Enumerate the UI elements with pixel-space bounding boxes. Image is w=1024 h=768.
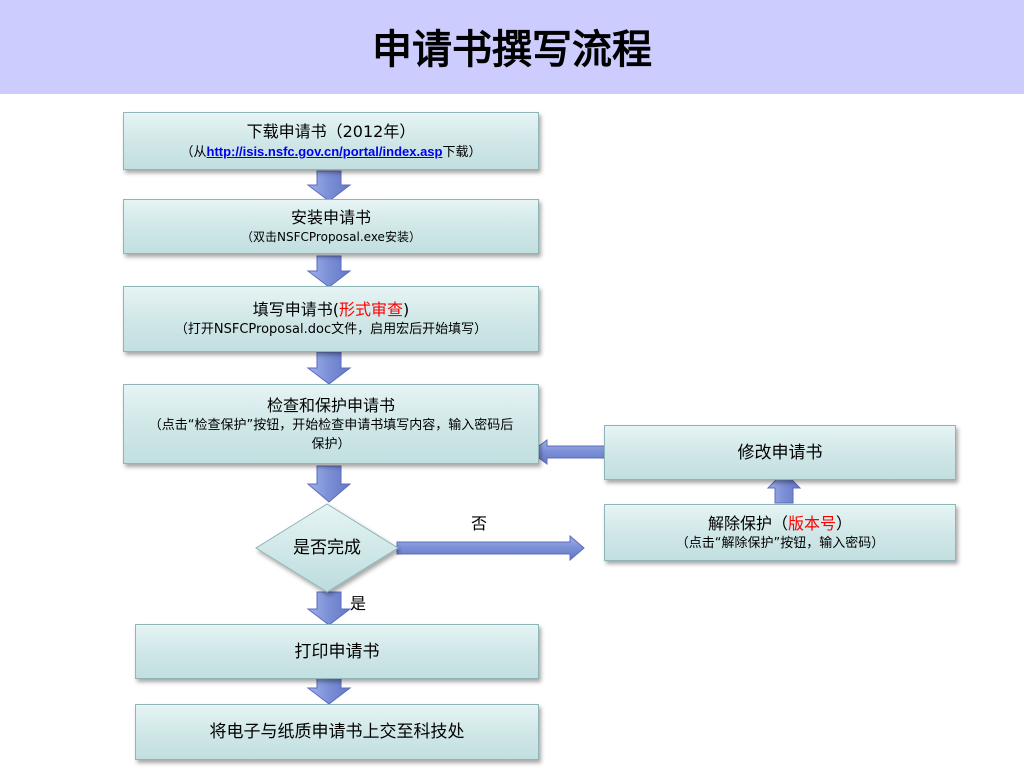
step-modify: 修改申请书 (604, 425, 956, 480)
download-detail-suffix: 下载） (442, 144, 482, 160)
step-check: 检查和保护申请书 （点击“检查保护”按钮，开始检查申请书填写内容，输入密码后保护… (123, 384, 539, 464)
title-banner (0, 0, 1024, 94)
unprotect-title-prefix: 解除保护（ (707, 513, 788, 533)
arrow-down-5 (306, 591, 352, 626)
step-submit-title: 将电子与纸质申请书上交至科技处 (209, 722, 465, 742)
arrow-up (766, 471, 802, 504)
step-download-title: 下载申请书（2012年） (246, 121, 416, 141)
step-fill-title: 填写申请书(形式审查) (253, 299, 410, 320)
fill-title-suffix: ) (403, 300, 410, 319)
step-fill-detail: （打开NSFCProposal.doc文件，启用宏后开始填写） (174, 322, 488, 337)
step-modify-title: 修改申请书 (737, 442, 823, 463)
fill-title-prefix: 填写申请书( (252, 300, 339, 319)
step-install-detail: （双击NSFCProposal.exe安装） (241, 229, 421, 244)
step-check-detail: （点击“检查保护”按钮，开始检查申请书填写内容，输入密码后保护） (148, 417, 514, 452)
arrow-down-1 (306, 170, 352, 202)
step-fill: 填写申请书(形式审查) （打开NSFCProposal.doc文件，启用宏后开始… (123, 286, 539, 352)
decision-diamond (255, 503, 399, 593)
download-link[interactable]: http://isis.nsfc.gov.cn/portal/index.asp (206, 143, 443, 159)
decision-label: 是否完成 (293, 538, 361, 558)
step-download: 下载申请书（2012年） （从http://isis.nsfc.gov.cn/p… (123, 112, 539, 170)
step-download-detail: （从http://isis.nsfc.gov.cn/portal/index.a… (181, 142, 482, 162)
fill-title-highlight: 形式审查 (338, 300, 403, 319)
arrow-down-4 (306, 465, 352, 503)
step-install-title: 安装申请书 (290, 207, 371, 227)
step-unprotect-title: 解除保护（版本号） (708, 513, 852, 534)
unprotect-title-suffix: ） (836, 513, 853, 533)
step-unprotect-detail: （点击“解除保护”按钮，输入密码） (675, 535, 885, 551)
step-install: 安装申请书 （双击NSFCProposal.exe安装） (123, 199, 539, 254)
arrow-down-3 (306, 351, 352, 385)
page-title: 申请书撰写流程 (372, 27, 652, 73)
step-submit: 将电子与纸质申请书上交至科技处 (135, 704, 539, 760)
download-detail-prefix: （从 (180, 144, 207, 160)
arrow-right-no (396, 534, 585, 562)
unprotect-title-highlight: 版本号 (787, 513, 836, 533)
decision-no-label: 否 (471, 514, 488, 533)
step-print: 打印申请书 (135, 624, 539, 679)
step-unprotect: 解除保护（版本号） （点击“解除保护”按钮，输入密码） (604, 504, 956, 561)
step-print-title: 打印申请书 (294, 641, 380, 662)
arrow-down-2 (306, 255, 352, 288)
step-check-title: 检查和保护申请书 (266, 395, 395, 415)
decision-yes-label: 是 (350, 594, 367, 613)
